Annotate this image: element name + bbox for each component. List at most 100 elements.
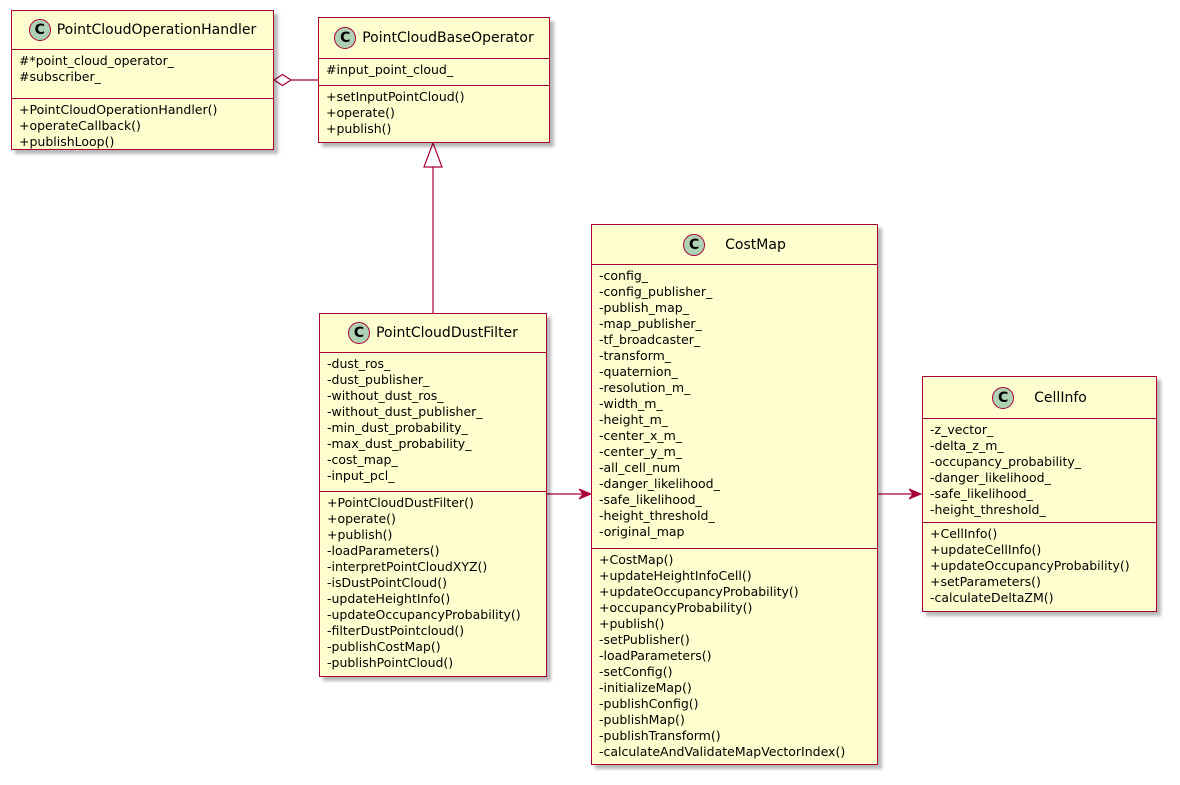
method: +occupancyProbability() [599,600,753,615]
field: -without_dust_publisher_ [327,404,483,419]
method: -publishMap() [599,712,685,727]
method: +PointCloudDustFilter() [327,495,474,510]
class-methods: +CellInfo() +updateCellInfo() +updateOcc… [923,523,1156,609]
field: -delta_z_m_ [930,438,1004,453]
field: #input_point_cloud_ [326,62,454,77]
field: -original_map [599,524,685,539]
method: -setConfig() [599,664,673,679]
association-arrowhead [908,488,923,500]
method: -isDustPointCloud() [327,575,447,590]
field: -danger_likelihood_ [930,470,1051,485]
field: -quaternion_ [599,364,678,379]
field: -config_publisher_ [599,284,713,299]
method: +PointCloudOperationHandler() [19,102,218,117]
method: -calculateAndValidateMapVectorIndex() [599,744,846,759]
field: -max_dust_probability_ [327,436,472,451]
class-methods: +PointCloudOperationHandler() +operateCa… [12,99,273,153]
method: -interpretPointCloudXYZ() [327,559,488,574]
relation-association-costmap [547,488,593,500]
class-fields: -dust_ros_ -dust_publisher_ -without_dus… [320,353,546,492]
class-fields: #input_point_cloud_ [319,59,549,86]
field: -transform_ [599,348,672,363]
class-pointcloudbaseoperator: C PointCloudBaseOperator #input_point_cl… [318,17,550,143]
class-badge-icon: C [348,322,371,344]
method: +CellInfo() [930,526,998,541]
association-arrowhead [578,488,593,500]
class-pointcloudoperationhandler: C PointCloudOperationHandler #*point_clo… [11,10,274,150]
class-methods: +CostMap() +updateHeightInfoCell() +upda… [592,549,877,763]
class-badge-icon: C [992,386,1015,409]
class-name: CellInfo [1034,389,1087,406]
class-name: PointCloudOperationHandler [56,22,257,38]
method: -publishCostMap() [327,639,441,654]
method: +publish() [326,121,392,136]
relation-inheritance [423,141,443,313]
method: +updateCellInfo() [930,542,1042,557]
class-header: C CellInfo [923,377,1156,419]
class-fields: -z_vector_ -delta_z_m_ -occupancy_probab… [923,419,1156,523]
method: +publish() [327,527,393,542]
field: -config_ [599,268,649,283]
method: +updateOccupancyProbability() [930,558,1130,573]
field: -occupancy_probability_ [930,454,1082,469]
method: -loadParameters() [327,543,440,558]
field: -publish_map_ [599,300,689,315]
method: +updateOccupancyProbability() [599,584,799,599]
method: +CostMap() [599,552,674,567]
field: -dust_publisher_ [327,372,430,387]
class-header: C CostMap [592,225,877,265]
field: -center_x_m_ [599,428,683,443]
field: -height_threshold_ [930,502,1046,517]
field: -min_dust_probability_ [327,420,468,435]
class-badge-icon: C [28,19,51,41]
method: -setPublisher() [599,632,690,647]
field: -height_m_ [599,412,669,427]
method: +operate() [327,511,396,526]
class-cellinfo: C CellInfo -z_vector_ -delta_z_m_ -occup… [922,376,1157,612]
field: #subscriber_ [19,69,101,84]
class-fields: -config_ -config_publisher_ -publish_map… [592,265,877,549]
method: -publishTransform() [599,728,721,743]
method: +operate() [326,105,395,120]
method: -initializeMap() [599,680,692,695]
method: +setInputPointCloud() [326,89,465,104]
class-name: PointCloudDustFilter [376,325,518,341]
field: -resolution_m_ [599,380,691,395]
field: -height_threshold_ [599,508,715,523]
field: -cost_map_ [327,452,398,467]
class-badge-icon: C [334,27,357,49]
class-costmap: C CostMap -config_ -config_publisher_ -p… [591,224,878,765]
method: +setParameters() [930,574,1041,589]
method: -updateHeightInfo() [327,591,451,606]
field: -danger_likelihood_ [599,476,720,491]
class-name: CostMap [725,236,786,253]
field: -dust_ros_ [327,356,391,371]
class-header: C PointCloudDustFilter [320,314,546,353]
class-methods: +setInputPointCloud() +operate() +publis… [319,86,549,140]
field: -center_y_m_ [599,444,683,459]
relation-association-cellinfo [878,488,923,500]
field: -tf_broadcaster_ [599,332,701,347]
method: -filterDustPointcloud() [327,623,465,638]
field: -safe_likelihood_ [599,492,702,507]
field: -safe_likelihood_ [930,486,1033,501]
relation-aggregation [272,73,318,87]
method: +updateHeightInfoCell() [599,568,752,583]
class-badge-icon: C [683,233,706,256]
method: +publishLoop() [19,134,115,149]
field: #*point_cloud_operator_ [19,53,174,68]
aggregation-diamond [272,73,293,87]
class-header: C PointCloudOperationHandler [12,11,273,50]
method: -calculateDeltaZM() [930,590,1054,605]
field: -z_vector_ [930,422,994,437]
inheritance-triangle [423,141,443,168]
field: -map_publisher_ [599,316,702,331]
method: -publishPointCloud() [327,655,454,670]
field: -input_pcl_ [327,468,395,483]
class-name: PointCloudBaseOperator [362,30,534,46]
class-header: C PointCloudBaseOperator [319,18,549,59]
method: -loadParameters() [599,648,712,663]
field: -width_m_ [599,396,663,411]
class-fields: #*point_cloud_operator_ #subscriber_ [12,50,273,99]
